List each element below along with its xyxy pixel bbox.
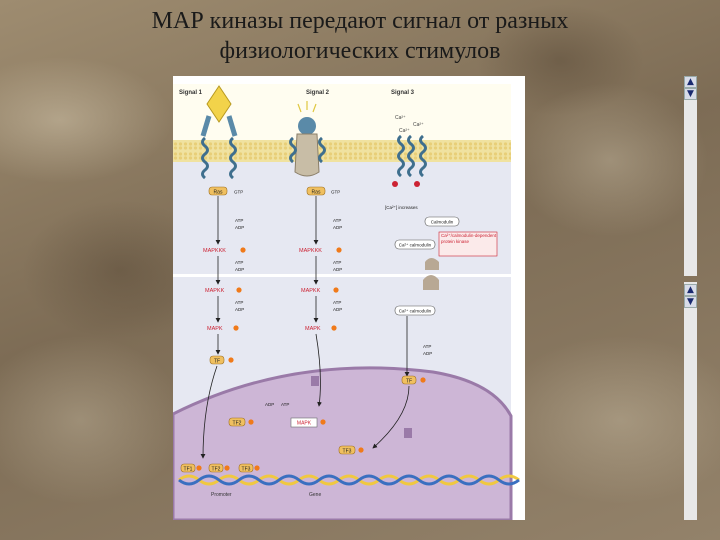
adp-2c: ADP [333,307,342,312]
adp-1b: ADP [235,267,244,272]
gtp-1: GTP [234,190,243,195]
adp-1a: ADP [235,225,244,230]
nuclear-pore-1 [311,376,319,386]
plasma-membrane [173,140,511,162]
dna-strand-2 [178,474,520,486]
tf-3: TF [406,379,412,385]
receptor-1 [200,85,238,180]
tf3-dna: TF3 [242,467,251,473]
atp-2a: ATP [333,218,341,223]
mapkkk-1: MAPKKK [203,248,226,254]
nuclear-pore-2 [404,428,412,438]
tf2-nucleus: TF2 [233,421,242,427]
ca-ion-1: Ca²⁺ [395,115,406,121]
ligand-1 [206,85,232,123]
receptor-3: Ca²⁺ Ca²⁺ Ca²⁺ [392,115,427,187]
ras-2: Ras [312,190,321,196]
promoter-label: Promoter [211,492,232,498]
camk-protein [425,258,439,270]
tf2-dna: TF2 [212,467,221,473]
diagram-panel: Signal 1 Signal 2 Signal 3 Ca²⁺ Ca²⁺ Ca²… [171,76,697,522]
atp-2c: ATP [333,300,341,305]
ca-ion-3: Ca²⁺ [399,128,410,134]
atp-n: ATP [281,402,289,407]
ca-increase: [Ca²⁺] increases [385,205,418,210]
adp-n: ADP [265,402,274,407]
signal-2-label: Signal 2 [306,90,330,96]
scroll-down-icon[interactable]: ▼ [684,88,697,100]
panel-divider [173,274,511,277]
signal-1-label: Signal 1 [179,90,203,96]
ca-calmodulin-1: Ca²⁺ calmodulin [399,243,432,248]
slide-title-line-2: физиологических стимулов [219,38,501,64]
mapkk-2: MAPKK [301,288,321,294]
mapk-pathway-diagram: Signal 1 Signal 2 Signal 3 Ca²⁺ Ca²⁺ Ca²… [171,84,520,522]
mapkk-1: MAPKK [205,288,225,294]
atp-3: ATP [423,344,431,349]
extracellular-space [173,84,511,140]
calmodulin: Calmodulin [431,220,454,225]
slide-title-line-1: МАР киназы передают сигнал от разных [151,8,569,34]
scroll-up-icon[interactable]: ▲ [684,76,697,88]
gtp-2: GTP [331,190,340,195]
tf3-nucleus: TF3 [343,449,352,455]
ca-calmodulin-2: Ca²⁺ calmodulin [399,309,432,314]
camk-label: Ca²⁺/calmodulin-dependent protein kinase [441,233,497,244]
slide-title: МАР киназы передают сигнал от разных физ… [70,6,650,66]
adp-1c: ADP [235,307,244,312]
cascade-3: [Ca²⁺] increases Calmodulin Ca²⁺ calmodu… [372,205,498,449]
atp-2b: ATP [333,260,341,265]
atp-1c: ATP [235,300,243,305]
nuclear-events: ADP ATP TF2 MAPK TF3 TF1 TF2 TF3 Promo [178,402,520,498]
atp-1b: ATP [235,260,243,265]
mapkkk-2: MAPKKK [299,248,322,254]
scroll-down-icon-2[interactable]: ▼ [684,296,697,308]
scrollbar-lower[interactable]: ▲ ▼ [684,282,697,520]
receptor-2 [289,101,326,177]
mapk-2: MAPK [305,326,321,332]
cascade-1: Ras GTP ATP ADP MAPKKK ATP ADP MAPKK ATP… [200,186,246,459]
ca-ion-2: Ca²⁺ [413,122,424,128]
atp-1a: ATP [235,218,243,223]
adp-2b: ADP [333,267,342,272]
adp-3: ADP [423,351,432,356]
tf-1: TF [214,359,220,365]
scrollbar-upper[interactable]: ▲ ▼ [684,76,697,276]
mapk-nucleus: MAPK [297,421,312,427]
scroll-up-icon-2[interactable]: ▲ [684,284,697,296]
camk-protein-active [423,275,439,290]
dna-strand-1 [178,474,520,486]
ras-1: Ras [214,190,223,196]
tf1-dna: TF1 [184,467,193,473]
mapk-1: MAPK [207,326,223,332]
adp-2a: ADP [333,225,342,230]
cascade-2: Ras GTP ATP ADP MAPKKK ATP ADP MAPKK ATP… [299,186,342,407]
signal-3-label: Signal 3 [391,90,415,96]
gene-label: Gene [309,492,321,498]
